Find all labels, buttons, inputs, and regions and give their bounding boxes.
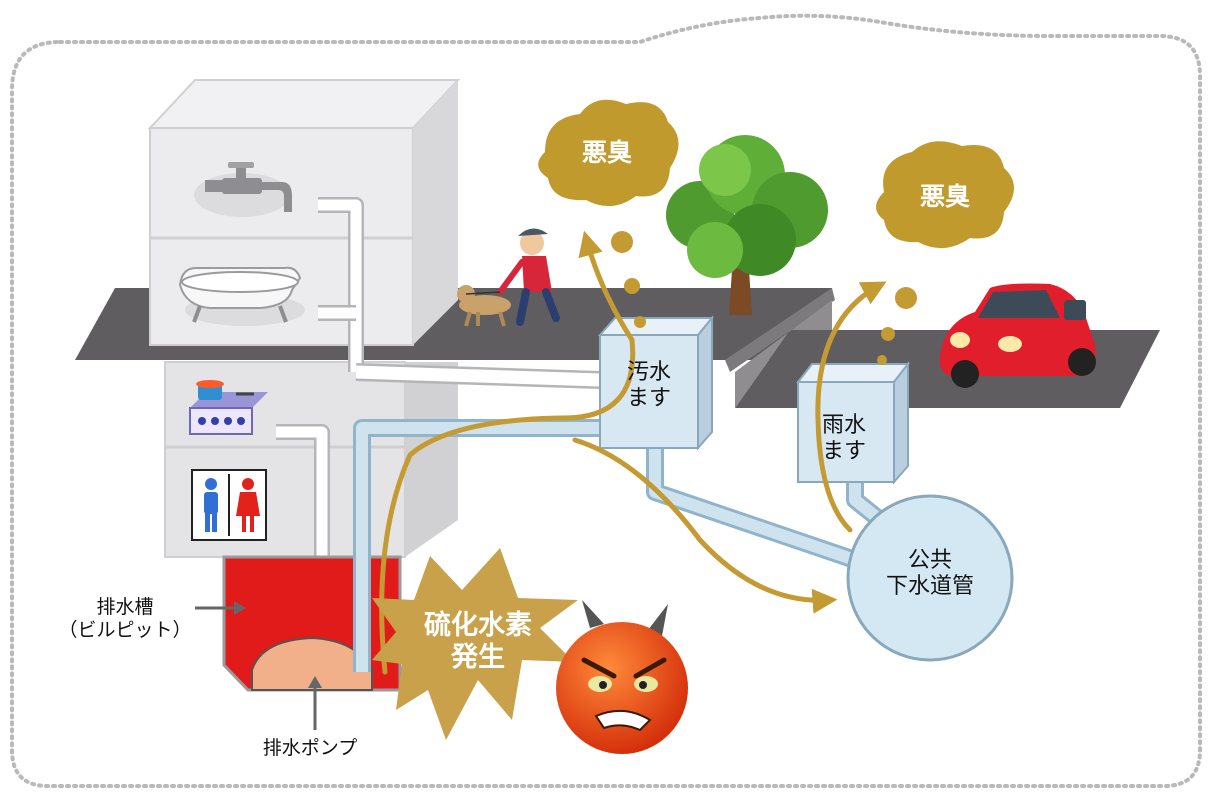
- odor-flow-arrow: [379, 230, 887, 675]
- restroom-icon: [191, 469, 267, 541]
- public-sewer-line1: 公共: [907, 548, 952, 573]
- devil-face-icon: [556, 600, 688, 754]
- h2s-line2: 発生: [451, 642, 505, 674]
- rain-box: [795, 361, 911, 485]
- h2s-label: 硫化水素 発生: [398, 610, 558, 675]
- drainage-tank: [222, 555, 402, 692]
- smell-cloud-left: [538, 99, 679, 207]
- smell-cloud-right: [876, 141, 1014, 249]
- drainage-tank-label: 排水槽 （ビルピット）: [40, 596, 210, 642]
- odor-bubbles: [611, 231, 917, 365]
- pump-pipe: [353, 419, 600, 672]
- drainage-tank-line1: 排水槽: [96, 596, 154, 618]
- sewage-box-line1: 汚水: [626, 360, 671, 385]
- rain-box-line1: 雨水: [821, 413, 866, 438]
- dotted-frame: [10, 13, 1202, 788]
- rain-box-label: 雨水 ます: [800, 413, 888, 466]
- dog-icon: [457, 285, 511, 327]
- public-sewer-line2: 下水道管: [885, 574, 974, 600]
- building-drain-pipe: [276, 197, 601, 605]
- bathtub-icon: [178, 266, 305, 326]
- smell-label-right: 悪臭: [919, 182, 970, 211]
- road-upper: [725, 288, 835, 372]
- sewage-box-line2: ます: [626, 386, 671, 412]
- smell-label-left: 悪臭: [581, 138, 632, 167]
- stove-icon: [189, 380, 268, 435]
- pump-label-arrowhead: [308, 676, 322, 688]
- public-sewer-pipe: [846, 494, 1014, 662]
- h2s-line1: 硫化水素: [424, 610, 532, 641]
- drain-pump-label: 排水ポンプ: [262, 737, 358, 759]
- faucet-icon: [194, 162, 292, 217]
- rain-box-line2: ます: [821, 439, 866, 465]
- tree-icon: [666, 135, 828, 315]
- tank-label-arrowhead: [234, 601, 246, 615]
- car-icon: [939, 283, 1096, 388]
- public-sewer-label: 公共 下水道管: [860, 548, 1000, 601]
- h2s-burst: [372, 548, 578, 740]
- drainage-tank-line2: （ビルピット）: [58, 618, 192, 641]
- road-edge: [735, 300, 832, 408]
- sewage-box-label: 汚水 ます: [605, 360, 693, 413]
- walker-icon: [497, 228, 560, 326]
